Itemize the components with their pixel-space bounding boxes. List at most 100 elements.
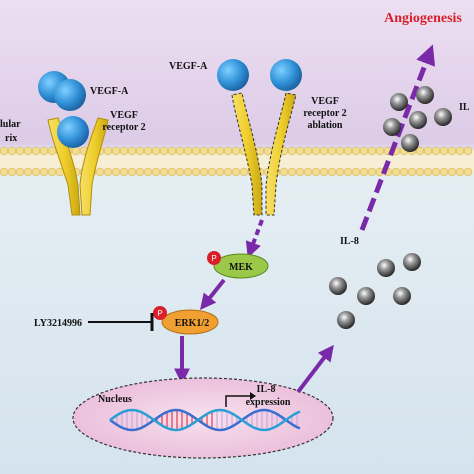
vegf-receptor-left-label-1: VEGF xyxy=(110,110,138,121)
lipid-head xyxy=(175,167,185,177)
vegfa-ligand-center-1 xyxy=(217,59,249,91)
vegfa-ligand-center-2 xyxy=(270,59,302,91)
lipid-head xyxy=(183,167,193,177)
lipid-head xyxy=(191,167,201,177)
lipid-head xyxy=(431,146,441,156)
lipid-head xyxy=(183,146,193,156)
lipid-head xyxy=(343,146,353,156)
lipid-head xyxy=(439,146,449,156)
vegf-receptor-right-label-3: ablation xyxy=(307,120,342,131)
inhibitor-label: LY3214996 xyxy=(34,318,82,329)
lipid-head xyxy=(231,167,241,177)
lipid-head xyxy=(47,146,57,156)
mek-node xyxy=(213,253,269,279)
lipid-head xyxy=(167,167,177,177)
lipid-head xyxy=(111,146,121,156)
lipid-head xyxy=(23,146,33,156)
lipid-head xyxy=(223,146,233,156)
vegfa-center-label: VEGF-A xyxy=(169,61,208,72)
lipid-head xyxy=(351,146,361,156)
lipid-head xyxy=(463,167,473,177)
il8-secreted xyxy=(416,86,434,104)
lipid-head xyxy=(71,146,81,156)
il8-molecule xyxy=(357,287,375,305)
lipid-head xyxy=(303,167,313,177)
il8-molecule xyxy=(393,287,411,305)
vegf-receptor-left xyxy=(47,117,109,216)
arrow-expression-to-il8 xyxy=(296,344,334,394)
promoter-arrow xyxy=(225,395,250,407)
lipid-head xyxy=(295,146,305,156)
lipid-head xyxy=(359,167,369,177)
lipid-head xyxy=(431,167,441,177)
vegfa-left-label: VEGF-A xyxy=(90,86,129,97)
lipid-head xyxy=(287,167,297,177)
il8-secreted xyxy=(390,93,408,111)
il8-extracellular-label: IL xyxy=(459,102,470,113)
lipid-head xyxy=(199,167,209,177)
lipid-head xyxy=(143,167,153,177)
lipid-head xyxy=(31,167,41,177)
erk-phospho-marker xyxy=(153,306,167,320)
lipid-head xyxy=(215,146,225,156)
il8-molecule xyxy=(337,311,355,329)
lipid-head xyxy=(311,146,321,156)
lipid-head xyxy=(39,167,49,177)
extracellular-matrix-label-1: lular xyxy=(0,119,21,130)
vegfa-ligand-left-2 xyxy=(54,79,86,111)
lipid-head xyxy=(167,146,177,156)
lipid-head xyxy=(47,167,57,177)
lipid-head xyxy=(295,167,305,177)
erk-phospho-label: P xyxy=(157,309,162,318)
lipid-head xyxy=(415,167,425,177)
il8-molecule xyxy=(329,277,347,295)
lipid-head xyxy=(151,167,161,177)
lipid-head xyxy=(327,146,337,156)
lipid-head xyxy=(151,146,161,156)
lipid-head xyxy=(423,146,433,156)
lipid-head xyxy=(135,146,145,156)
mek-phospho-marker xyxy=(207,251,221,265)
lipid-head xyxy=(23,167,33,177)
lipid-head xyxy=(455,146,465,156)
lipid-head xyxy=(303,146,313,156)
arrow-il8-to-angiogenesis xyxy=(359,44,436,231)
lipid-head xyxy=(335,146,345,156)
lipid-head xyxy=(15,167,25,177)
lipid-head xyxy=(0,146,9,156)
lipid-head xyxy=(311,167,321,177)
lipid-head xyxy=(127,167,137,177)
il8-molecule xyxy=(403,253,421,271)
lipid-head xyxy=(343,167,353,177)
il8-secreted xyxy=(401,134,419,152)
lipid-head xyxy=(111,167,121,177)
erk-node xyxy=(161,309,219,335)
il8-molecule xyxy=(377,259,395,277)
lipid-head xyxy=(199,146,209,156)
mek-label: MEK xyxy=(229,262,253,273)
lipid-head xyxy=(159,146,169,156)
lipid-head xyxy=(231,146,241,156)
lipid-head xyxy=(367,167,377,177)
lipid-head xyxy=(215,167,225,177)
extracellular-matrix-label-2: rix xyxy=(5,133,17,144)
lipid-head xyxy=(447,146,457,156)
lipid-head xyxy=(319,146,329,156)
lipid-head xyxy=(391,167,401,177)
lipid-head xyxy=(207,167,217,177)
lipid-head xyxy=(399,167,409,177)
lipid-head xyxy=(135,167,145,177)
angiogenesis-title: Angiogenesis xyxy=(384,11,462,26)
lipid-head xyxy=(455,167,465,177)
lipid-head xyxy=(407,167,417,177)
lipid-head xyxy=(95,167,105,177)
lipid-head xyxy=(31,146,41,156)
lipid-head xyxy=(279,167,289,177)
lipid-head xyxy=(143,146,153,156)
il8-secreted xyxy=(383,118,401,136)
vegf-receptor-right-label-2: receptor 2 xyxy=(303,108,346,119)
lipid-head xyxy=(159,167,169,177)
vegf-receptor-left-label-2: receptor 2 xyxy=(102,122,145,133)
mek-phospho-label: P xyxy=(211,254,216,263)
